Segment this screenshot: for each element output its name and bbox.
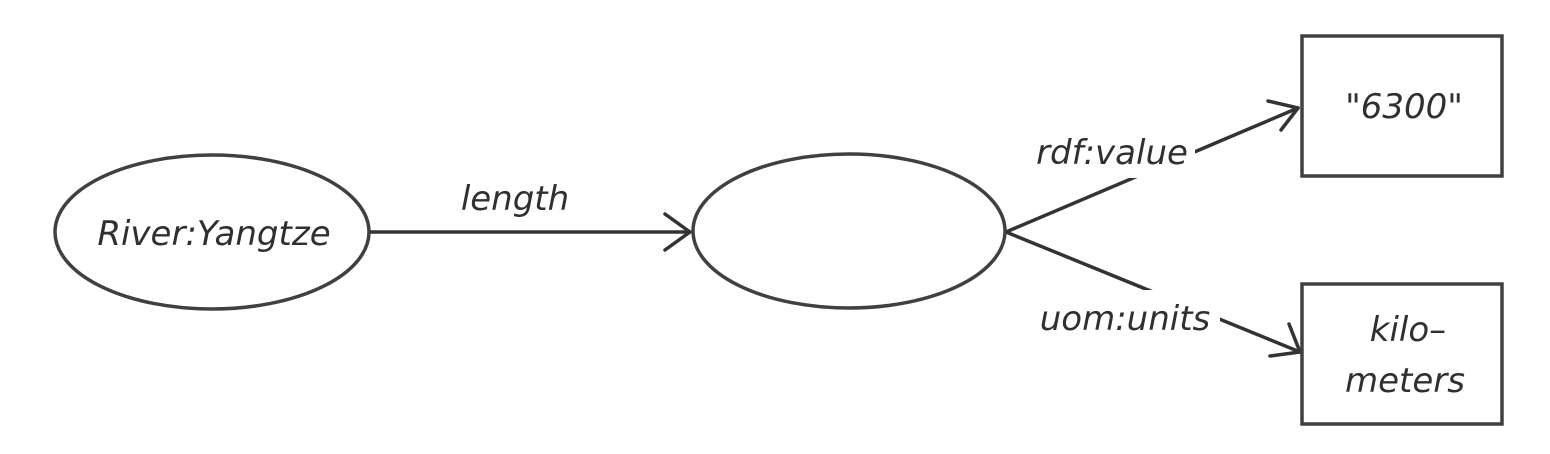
edge-uom-units: uom:units — [1004, 230, 1302, 358]
node-river-yangtze-shape — [53, 153, 371, 311]
node-river-yangtze-label: River:Yangtze — [97, 214, 330, 254]
node-value-6300: "6300" — [1300, 34, 1504, 178]
node-units-kilometers-line-2: meters — [1345, 361, 1465, 401]
edge-uom-units-label-bg — [1030, 290, 1220, 342]
node-value-6300-label: "6300" — [1345, 87, 1463, 127]
edge-rdf-value-arrowhead — [1266, 99, 1300, 132]
edge-length: length — [368, 179, 692, 252]
edge-rdf-value-label: rdf:value — [1036, 133, 1188, 173]
node-units-kilometers-shape — [1300, 282, 1504, 426]
node-river-yangtze: River:Yangtze — [53, 153, 371, 311]
node-units-kilometers: kilo– meters — [1300, 282, 1504, 426]
edge-uom-units-arrowhead — [1268, 322, 1302, 358]
edge-rdf-value-label-bg — [1030, 128, 1195, 178]
edge-length-arrowhead — [663, 212, 692, 252]
node-units-kilometers-line-1: kilo– — [1370, 310, 1446, 350]
edge-length-label: length — [461, 179, 569, 219]
edge-uom-units-label: uom:units — [1040, 299, 1211, 339]
edge-rdf-value: rdf:value — [1004, 99, 1300, 234]
node-value-6300-shape — [1300, 34, 1504, 178]
node-blank — [691, 152, 1007, 310]
node-blank-shape — [691, 152, 1007, 310]
